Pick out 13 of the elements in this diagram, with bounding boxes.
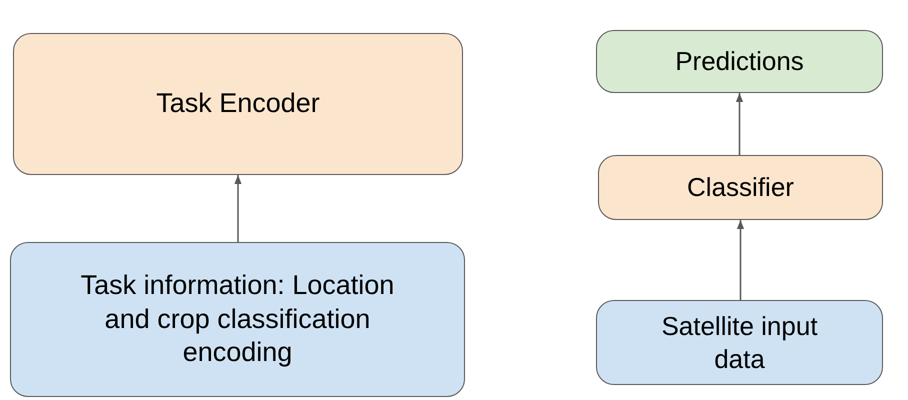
arrow xyxy=(736,220,744,300)
arrow xyxy=(234,175,242,242)
box-label: Task information: Location and crop classification encoding xyxy=(80,268,396,370)
box-label: Task Encoder xyxy=(156,87,320,120)
process-box xyxy=(10,242,465,397)
process-box xyxy=(596,300,883,385)
box-label: Classifier xyxy=(687,171,794,204)
arrow xyxy=(736,93,744,155)
process-box xyxy=(598,155,883,220)
process-box xyxy=(596,30,883,93)
box-label: Predictions xyxy=(675,45,804,78)
box-label: Satellite input data xyxy=(660,310,819,375)
process-box xyxy=(13,33,463,175)
